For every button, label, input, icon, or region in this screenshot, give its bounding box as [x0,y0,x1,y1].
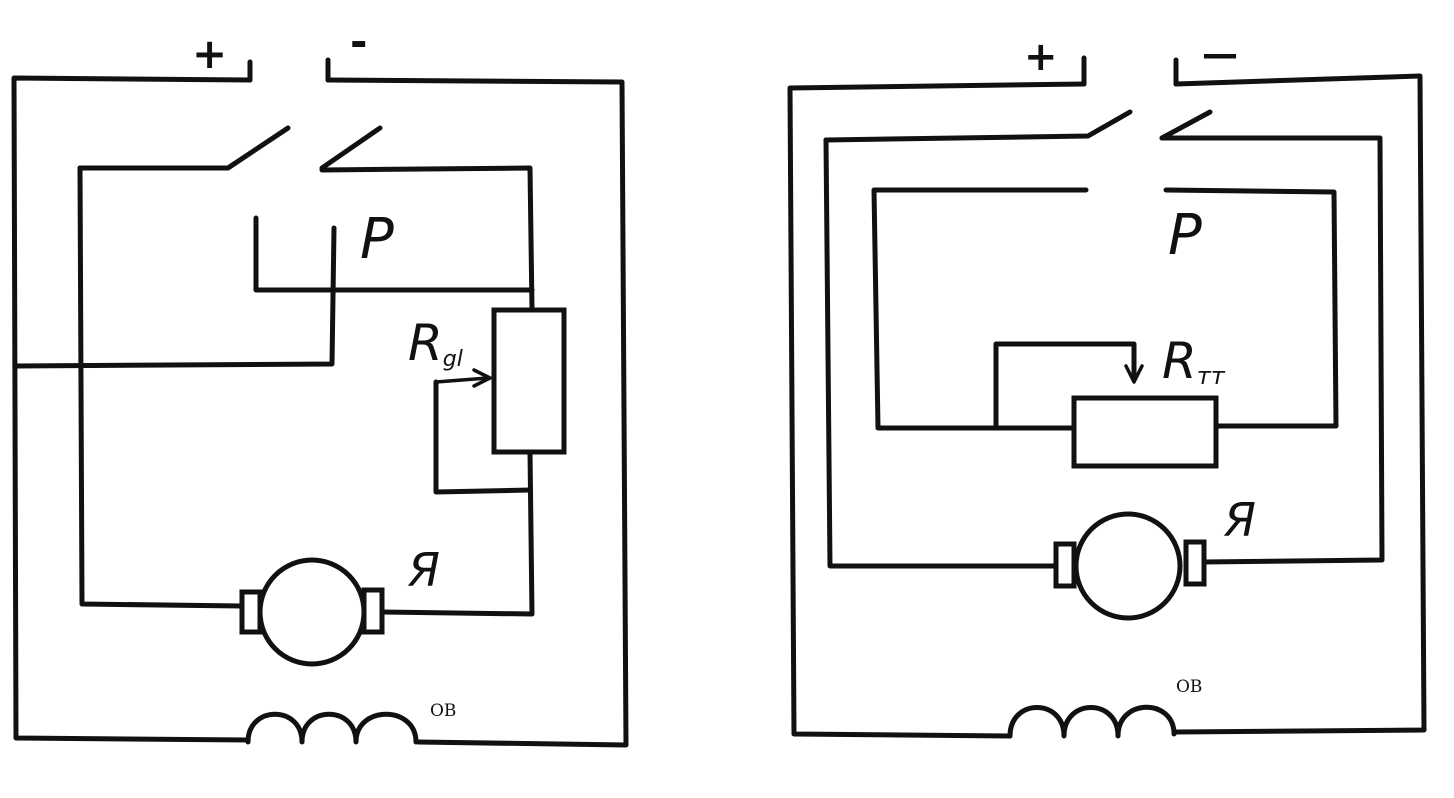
left-armature [257,557,367,667]
right-relay-label: P [1168,203,1202,268]
left-resistor-wiper-arrow [472,368,492,388]
left-resistor-label: Rgl [408,314,463,372]
right-field-label: ОВ [1176,677,1202,697]
right-switch-left-wire [823,137,1059,569]
left-armature-left-wire [77,165,245,609]
left-resistor-wiper [434,376,490,384]
left-relay-contact [13,225,337,369]
left-brush-left [239,589,263,635]
right-resistor-tap [993,341,1137,431]
right-minus-label: — [1202,34,1238,75]
left-relay-frame [253,215,535,293]
right-relay-contact-left [871,187,1089,431]
right-plus-label: + [1024,34,1058,80]
right-armature-label: Я [1223,493,1256,547]
right-outer-wire-right [1173,73,1427,735]
right-resistor [1071,395,1219,469]
right-circuit: + — ОВ P Rтт Я [787,34,1427,739]
left-outer-wire-right [325,77,629,748]
left-plus-label: + [192,29,227,78]
right-resistor-wiper-arrow [1124,364,1144,384]
left-switch-contact-2 [319,125,383,171]
left-circuit: + - ОВ P Rgl Я [11,17,629,748]
left-minus-label: - [350,17,367,66]
left-armature-label: Я [407,543,440,597]
right-outer-wire [787,81,1087,739]
right-switch-right-wire [1159,135,1385,565]
left-field-winding [245,711,419,745]
right-resistor-label: Rтт [1162,332,1226,390]
left-resistor-bypass [433,379,533,495]
right-switch-contact-2 [1159,109,1213,141]
left-resistor [491,307,567,455]
left-field-label: ОВ [430,701,456,721]
right-field-winding [1007,704,1177,739]
left-switch-top-right [319,165,535,313]
right-relay-contact-right [1163,187,1339,429]
left-brush-right [361,587,385,635]
right-switch-contact-1 [823,109,1133,143]
right-armature [1073,511,1183,621]
right-brush-right [1183,539,1207,587]
left-relay-label: P [360,207,394,272]
left-switch-contact-1 [77,125,291,171]
left-resistor-bottom-wire [379,449,535,617]
right-brush-left [1053,541,1077,589]
left-outer-wire [11,75,253,743]
